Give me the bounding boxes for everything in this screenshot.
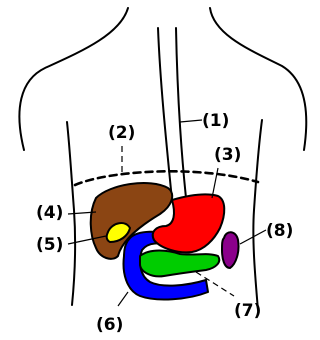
pancreas (140, 251, 219, 277)
diaphragm-line (75, 171, 258, 185)
label-diaphragm: (2) (108, 123, 135, 143)
leader-duodenum (118, 292, 128, 306)
leader-esophagus (180, 120, 202, 122)
label-pancreas: (7) (234, 301, 261, 321)
right-flank-line (253, 120, 262, 310)
esophagus (158, 28, 186, 200)
label-duodenum: (6) (96, 315, 123, 335)
label-stomach: (3) (214, 145, 241, 165)
label-spleen: (8) (266, 221, 293, 241)
esophagus-left-wall (158, 28, 172, 200)
label-gallbladder: (5) (36, 235, 63, 255)
spleen (222, 232, 239, 268)
label-esophagus: (1) (202, 111, 229, 131)
label-liver: (4) (36, 203, 63, 223)
